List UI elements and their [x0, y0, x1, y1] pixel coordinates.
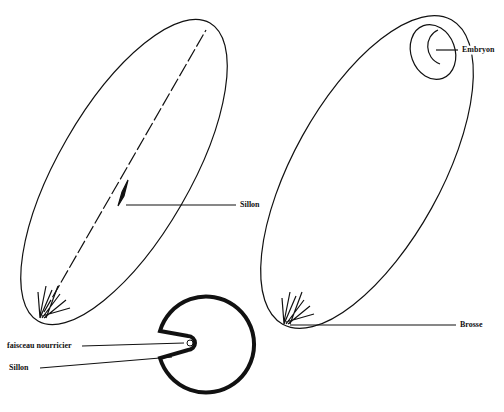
embryo-inner	[428, 30, 440, 64]
brush-hairs	[282, 292, 314, 324]
furrow-mark	[118, 180, 128, 206]
cross-section	[160, 297, 254, 393]
part-label: Embryon	[461, 46, 495, 55]
part-label: Brosse	[459, 321, 484, 330]
furrow-line	[44, 30, 206, 312]
embryo-outline	[403, 18, 463, 86]
brush-hairs	[38, 286, 70, 318]
vascular-bundle	[187, 340, 193, 346]
grain-outline	[218, 0, 504, 360]
part-label: Sillon	[8, 364, 30, 373]
part-label: Sillon	[239, 201, 261, 210]
part-label: faisceau nourricier	[6, 342, 73, 351]
leader-lines	[40, 50, 458, 368]
